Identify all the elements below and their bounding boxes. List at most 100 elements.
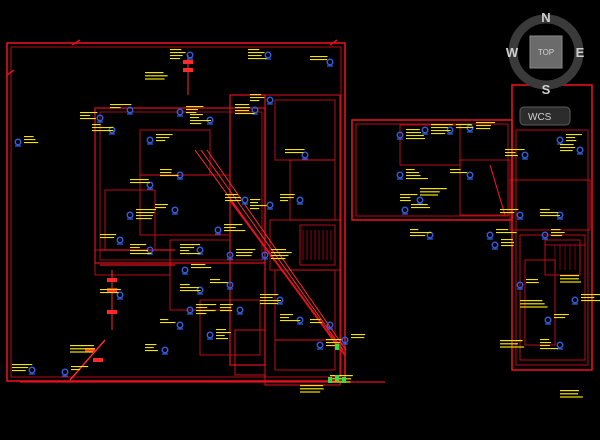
device-symbol-icon: [266, 96, 274, 104]
annotation-text: [250, 202, 259, 204]
annotation-text: [145, 72, 164, 74]
annotation-text: [71, 366, 89, 368]
annotation-text: [431, 133, 446, 135]
compass-ring-icon[interactable]: [508, 14, 584, 90]
annotation-text: [410, 232, 432, 234]
annotation-text: [160, 319, 169, 321]
annotation-text: [560, 390, 579, 392]
device-symbol-icon: [126, 106, 134, 114]
ucs-dropdown[interactable]: WCS: [519, 106, 571, 126]
compass-south[interactable]: S: [542, 82, 551, 97]
ucs-dropdown-icon[interactable]: [519, 106, 571, 126]
device-symbol-icon: [236, 306, 244, 314]
annotation-text: [220, 310, 233, 312]
annotation-text: [411, 207, 431, 209]
annotation-text: [410, 229, 419, 231]
annotation-text: [70, 345, 94, 347]
annotation-text: [260, 297, 273, 299]
annotation-text: [191, 264, 206, 266]
marker-icon: [335, 375, 339, 381]
wall-outline: [139, 174, 231, 236]
annotation-text: [400, 200, 411, 202]
wall-outline: [264, 94, 341, 386]
device-symbol-icon: [116, 236, 124, 244]
device-symbol-icon: [421, 126, 429, 134]
compass-north[interactable]: N: [541, 10, 550, 25]
device-symbol-icon: [241, 196, 249, 204]
annotation-text: [406, 135, 424, 137]
annotation-text: [160, 169, 172, 171]
annotation-text: [100, 237, 115, 239]
annotation-text: [190, 117, 200, 119]
annotation-text: [250, 100, 260, 102]
wall-outline: [104, 189, 156, 251]
device-symbol-icon: [196, 246, 204, 254]
device-symbol-icon: [206, 331, 214, 339]
annotation-text: [156, 137, 170, 139]
annotation-text: [406, 172, 420, 174]
annotation-text: [236, 252, 253, 254]
annotation-text: [351, 334, 366, 336]
annotation-text: [406, 178, 428, 180]
annotation-text: [180, 247, 195, 249]
annotation-text: [410, 235, 426, 237]
annotation-text: [196, 307, 208, 309]
annotation-text: [450, 172, 468, 174]
annotation-text: [476, 125, 492, 127]
annotation-text: [180, 244, 201, 246]
annotation-text: [155, 204, 169, 206]
annotation-text: [501, 239, 513, 241]
wall-line: [489, 164, 506, 216]
annotation-text: [501, 245, 514, 247]
viewcube-face-label[interactable]: TOP: [538, 48, 554, 57]
annotation-text: [12, 370, 26, 372]
annotation-text: [12, 364, 33, 366]
annotation-text: [280, 197, 294, 199]
annotation-text: [330, 378, 352, 380]
annotation-text: [216, 335, 225, 337]
annotation-text: [330, 375, 353, 377]
wall-outline: [234, 329, 266, 376]
annotation-text: [190, 114, 203, 116]
compass-east[interactable]: E: [576, 45, 585, 60]
compass-west[interactable]: W: [506, 45, 519, 60]
annotation-text: [156, 140, 166, 142]
annotation-text: [225, 200, 241, 202]
annotation-text: [260, 303, 279, 305]
annotation-text: [500, 346, 525, 348]
annotation-text: [145, 344, 157, 346]
annotation-text: [130, 247, 140, 249]
annotation-text: [551, 229, 561, 231]
annotation-text: [566, 137, 576, 139]
device-symbol-icon: [556, 136, 564, 144]
annotation-text: [210, 282, 228, 284]
annotation-text: [271, 252, 292, 254]
annotation-text: [310, 59, 328, 61]
viewcube[interactable]: TOP N S E W: [506, 10, 585, 97]
viewcube-icon[interactable]: [529, 35, 563, 69]
annotation-text: [505, 149, 525, 151]
annotation-text: [540, 339, 550, 341]
annotation-text: [505, 155, 518, 157]
annotation-text: [560, 396, 583, 398]
marker-icon: [335, 344, 339, 350]
annotation-text: [136, 218, 152, 220]
annotation-text: [560, 144, 574, 146]
device-symbol-icon: [251, 106, 259, 114]
annotation-text: [566, 140, 577, 142]
annotation-text: [248, 49, 260, 51]
annotation-text: [326, 339, 342, 341]
annotation-text: [145, 347, 154, 349]
annotation-text: [186, 112, 197, 114]
annotation-text: [80, 115, 91, 117]
annotation-text: [540, 215, 560, 217]
annotation-text: [551, 235, 563, 237]
annotation-text: [225, 194, 238, 196]
annotation-text: [110, 104, 132, 106]
ucs-label[interactable]: WCS: [528, 112, 552, 123]
annotation-text: [136, 215, 153, 217]
device-symbol-icon: [214, 226, 222, 234]
pipe-line: [229, 199, 346, 356]
